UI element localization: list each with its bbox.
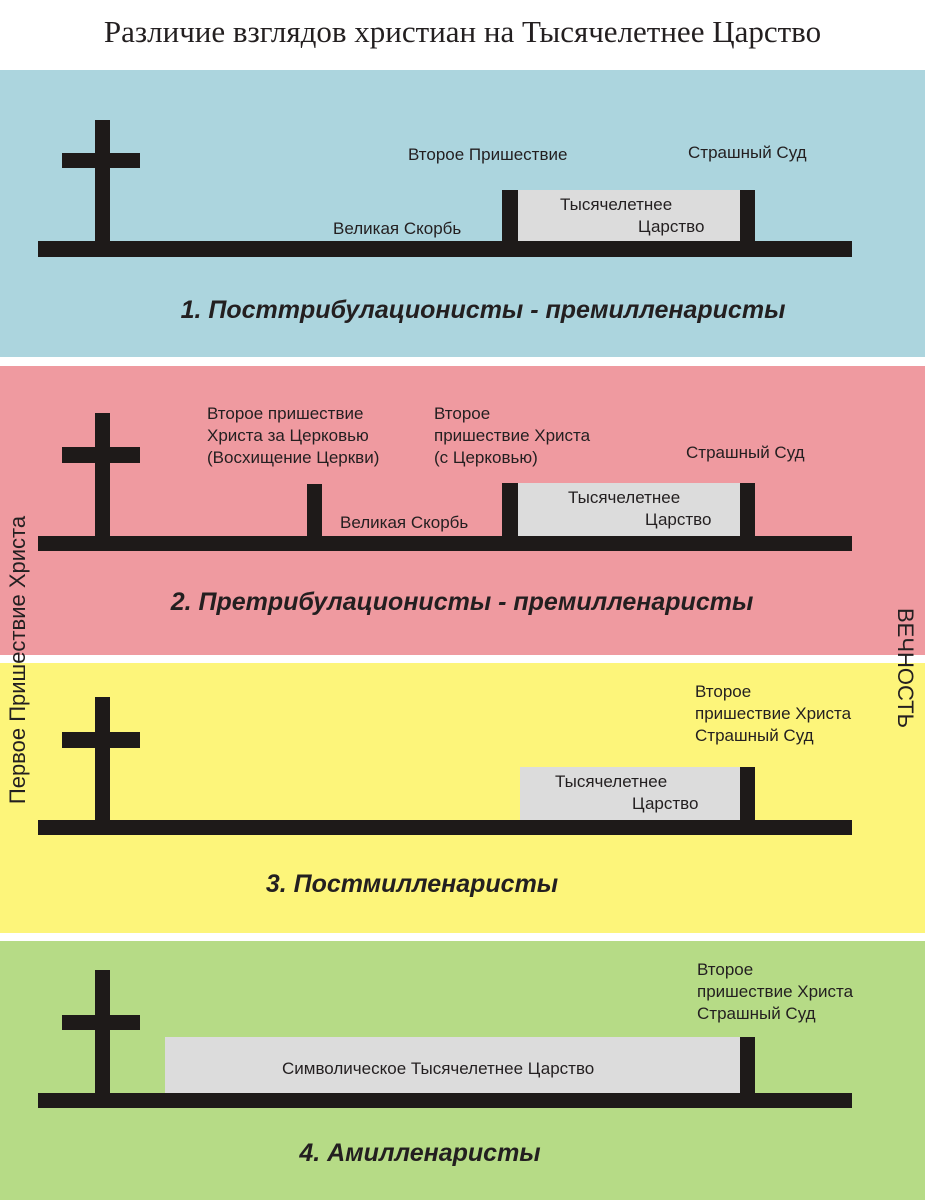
judgment-label: Страшный Суд: [688, 143, 807, 162]
cross-icon: [95, 120, 110, 245]
end-label: Второе: [695, 682, 752, 701]
millennium-label: Тысячелетнее: [555, 772, 668, 791]
judgment-marker: [740, 190, 755, 245]
tribulation-label: Великая Скорбь: [340, 513, 469, 532]
millennium-box: [520, 767, 740, 820]
rapture-marker: [307, 484, 322, 538]
view-title: 4. Амилленаристы: [299, 1139, 541, 1167]
millennium-box: [165, 1037, 740, 1093]
second-coming-label: (с Церковью): [434, 448, 538, 467]
millennium-label: Тысячелетнее: [560, 195, 673, 214]
rapture-label: Христа за Церковью: [207, 426, 369, 445]
millennium-box: [518, 190, 740, 241]
timeline: [38, 536, 852, 551]
cross-icon: [62, 153, 140, 168]
millennium-label: Символическое Тысячелетнее Царство: [282, 1059, 595, 1078]
cross-icon: [95, 970, 110, 1095]
judgment-label: Страшный Суд: [686, 443, 805, 462]
band-pretribulation: [0, 366, 925, 655]
page-title: Различие взглядов христиан на Тысячелетн…: [103, 14, 822, 49]
millennium-label: Тысячелетнее: [568, 488, 681, 507]
timeline: [38, 241, 852, 257]
second-coming-marker: [502, 483, 518, 538]
view-title: 2. Претрибулационисты - премилленаристы: [170, 588, 754, 616]
end-marker: [740, 767, 755, 822]
end-label: пришествие Христа: [695, 704, 852, 723]
cross-icon: [95, 697, 110, 822]
millennium-label: Царство: [645, 510, 712, 529]
second-coming-label: Второе Пришествие: [408, 145, 568, 164]
end-label: пришествие Христа: [697, 982, 854, 1001]
end-label: Второе: [697, 960, 754, 979]
second-coming-label: пришествие Христа: [434, 426, 591, 445]
view-title: 1. Посттрибулационисты - премилленаристы: [180, 296, 786, 324]
view-title: 3. Постмилленаристы: [265, 870, 559, 898]
judgment-marker: [740, 483, 755, 538]
end-label: Страшный Суд: [697, 1004, 816, 1023]
timeline: [38, 820, 852, 835]
second-coming-label: Второе: [434, 404, 491, 423]
end-label: Страшный Суд: [695, 726, 814, 745]
tribulation-label: Великая Скорбь: [333, 219, 462, 238]
rapture-label: Второе пришествие: [207, 404, 364, 423]
second-coming-marker: [502, 190, 518, 245]
band-postmillennial: [0, 663, 925, 933]
band-posttribulation: [0, 70, 925, 357]
rapture-label: (Восхищение Церкви): [207, 448, 380, 467]
cross-icon: [62, 447, 140, 463]
cross-icon: [95, 413, 110, 540]
end-marker: [740, 1037, 755, 1095]
timeline: [38, 1093, 852, 1108]
cross-icon: [62, 732, 140, 748]
first-coming-label: Первое Пришествие Христа: [5, 515, 30, 805]
eternity-label: ВЕЧНОСТЬ: [893, 607, 918, 729]
millennium-box: [518, 483, 740, 536]
millennium-label: Царство: [632, 794, 699, 813]
cross-icon: [62, 1015, 140, 1030]
millennium-label: Царство: [638, 217, 705, 236]
